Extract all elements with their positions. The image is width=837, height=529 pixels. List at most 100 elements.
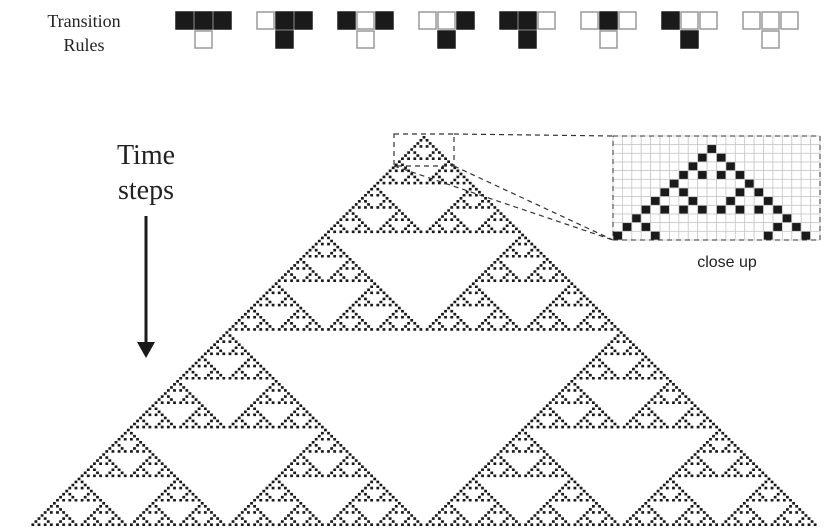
rule-cell xyxy=(742,11,761,30)
closeup-cell xyxy=(678,187,689,198)
closeup-cell xyxy=(791,152,802,163)
rule-output-cell xyxy=(275,30,294,49)
closeup-cell xyxy=(772,230,783,241)
closeup-cell xyxy=(640,178,652,189)
closeup-cell xyxy=(791,222,802,232)
closeup-cell xyxy=(716,170,727,180)
closeup-cell xyxy=(706,196,717,206)
closeup-cell xyxy=(791,230,802,241)
closeup-cell xyxy=(631,196,642,206)
closeup-cell xyxy=(716,222,727,232)
closeup-cell xyxy=(631,187,642,198)
closeup-cell xyxy=(659,230,670,241)
closeup-cell xyxy=(612,222,623,232)
closeup-cell xyxy=(744,170,755,180)
closeup-cell xyxy=(744,230,755,241)
closeup-cell xyxy=(706,152,717,163)
rule-output-cell xyxy=(194,30,213,49)
closeup-cell xyxy=(772,161,783,172)
closeup-cell xyxy=(763,178,774,189)
closeup-cell xyxy=(669,204,680,215)
closeup-cell xyxy=(800,222,811,232)
closeup-cell xyxy=(612,196,623,206)
closeup-cell xyxy=(734,204,746,215)
closeup-cell xyxy=(622,152,633,163)
closeup-cell xyxy=(716,135,727,146)
closeup-cell xyxy=(697,213,708,224)
zoom-source-box xyxy=(393,133,455,167)
closeup-cell xyxy=(810,135,821,146)
closeup-cell xyxy=(791,213,802,224)
closeup-cell xyxy=(631,222,642,232)
closeup-cell xyxy=(725,222,736,232)
closeup-cell xyxy=(744,213,755,224)
rule-cell xyxy=(599,11,618,30)
closeup-cell xyxy=(697,152,708,163)
closeup-cell xyxy=(781,230,793,241)
closeup-cell xyxy=(687,196,699,206)
closeup-cell xyxy=(772,196,783,206)
rule-pattern-2 xyxy=(337,11,394,49)
closeup-cell xyxy=(659,178,670,189)
zoom-line-left xyxy=(393,165,614,241)
closeup-cell xyxy=(669,178,680,189)
closeup-cell xyxy=(810,230,821,241)
closeup-cell xyxy=(678,222,689,232)
closeup-cell xyxy=(650,222,661,232)
closeup-cell xyxy=(753,196,764,206)
rule-cell xyxy=(375,11,394,30)
closeup-cell xyxy=(772,178,783,189)
closeup-cell xyxy=(753,144,764,154)
closeup-cell xyxy=(706,178,717,189)
closeup-cell xyxy=(659,196,670,206)
closeup-cell xyxy=(622,204,633,215)
closeup-cell xyxy=(772,213,783,224)
rule-cell xyxy=(256,11,275,30)
rule-cell xyxy=(275,11,294,30)
closeup-cell xyxy=(791,178,802,189)
closeup-cell xyxy=(650,178,661,189)
closeup-cell xyxy=(734,178,746,189)
closeup-cell xyxy=(678,170,689,180)
closeup-cell xyxy=(772,222,783,232)
closeup-cell xyxy=(697,196,708,206)
time-steps-line2: steps xyxy=(118,175,174,206)
closeup-cell xyxy=(791,187,802,198)
closeup-cell xyxy=(631,135,642,146)
close-up-label: close up xyxy=(697,254,757,271)
closeup-cell xyxy=(622,222,633,232)
closeup-cell xyxy=(697,144,708,154)
closeup-cell xyxy=(791,170,802,180)
closeup-cell xyxy=(687,222,699,232)
closeup-cell xyxy=(753,187,764,198)
closeup-cell xyxy=(734,135,746,146)
closeup-cell xyxy=(725,135,736,146)
close-up-panel xyxy=(612,135,821,241)
closeup-cell xyxy=(753,204,764,215)
closeup-cell xyxy=(706,213,717,224)
closeup-cell xyxy=(753,161,764,172)
closeup-cell xyxy=(716,196,727,206)
closeup-cell xyxy=(640,187,652,198)
closeup-cell xyxy=(706,222,717,232)
closeup-cell xyxy=(697,161,708,172)
transition-rules-line1: Transition xyxy=(47,11,121,31)
closeup-cell xyxy=(669,213,680,224)
closeup-cell xyxy=(810,161,821,172)
closeup-cell xyxy=(650,135,661,146)
closeup-cell xyxy=(791,161,802,172)
closeup-cell xyxy=(650,213,661,224)
closeup-cell xyxy=(631,204,642,215)
closeup-cell xyxy=(697,204,708,215)
closeup-cell xyxy=(810,222,821,232)
closeup-cell xyxy=(725,170,736,180)
closeup-cell xyxy=(678,152,689,163)
closeup-cell xyxy=(716,213,727,224)
rule-output-cell xyxy=(356,30,375,49)
closeup-cell xyxy=(772,135,783,146)
closeup-cell xyxy=(716,230,727,241)
closeup-cell xyxy=(725,187,736,198)
closeup-cell xyxy=(734,187,746,198)
closeup-cell xyxy=(716,204,727,215)
closeup-cell xyxy=(753,170,764,180)
